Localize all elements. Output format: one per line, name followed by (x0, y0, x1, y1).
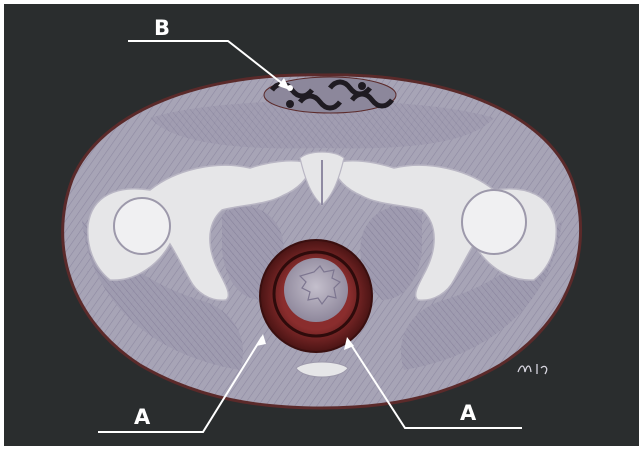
label-a-left: A (134, 405, 151, 429)
right-femoral-head (462, 190, 526, 254)
label-b: B (154, 16, 170, 40)
rectal-lumen (284, 258, 348, 322)
label-a-right: A (460, 401, 477, 425)
left-femoral-head (114, 198, 170, 254)
